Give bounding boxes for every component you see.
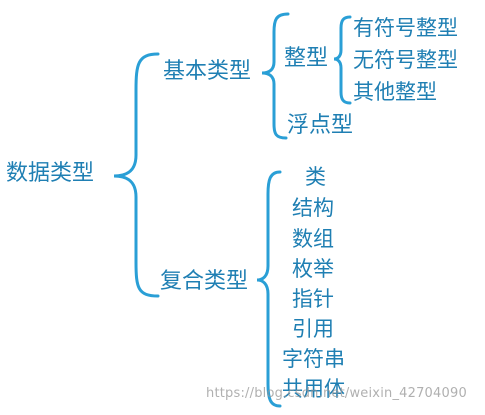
- composite-subtype-reference: 引用: [292, 317, 334, 341]
- integer-type-label: 整型: [284, 46, 329, 71]
- basic-type-label: 基本类型: [163, 59, 252, 84]
- composite-subtype-pointer: 指针: [292, 287, 334, 311]
- integer-brace: [333, 15, 352, 105]
- composite-subtype-struct: 结构: [292, 196, 334, 220]
- integer-subtype-signed: 有符号整型: [353, 16, 458, 40]
- integer-subtype-unsigned: 无符号整型: [353, 48, 458, 72]
- basic-brace: [261, 12, 290, 140]
- composite-subtype-array: 数组: [292, 227, 334, 251]
- composite-subtype-class: 类: [305, 165, 326, 189]
- root-brace: [113, 52, 160, 298]
- composite-subtype-string: 字符串: [282, 347, 345, 371]
- composite-subtype-enum: 枚举: [292, 257, 334, 281]
- integer-subtype-other: 其他整型: [353, 80, 437, 104]
- composite-brace: [256, 170, 282, 408]
- watermark-text: https://blog.csdn.net/weixin_42704090: [206, 386, 467, 401]
- composite-subtype-union: 共用体: [282, 377, 345, 401]
- float-type-label: 浮点型: [287, 113, 354, 138]
- root-label: 数据类型: [6, 161, 95, 186]
- composite-type-label: 复合类型: [160, 269, 249, 294]
